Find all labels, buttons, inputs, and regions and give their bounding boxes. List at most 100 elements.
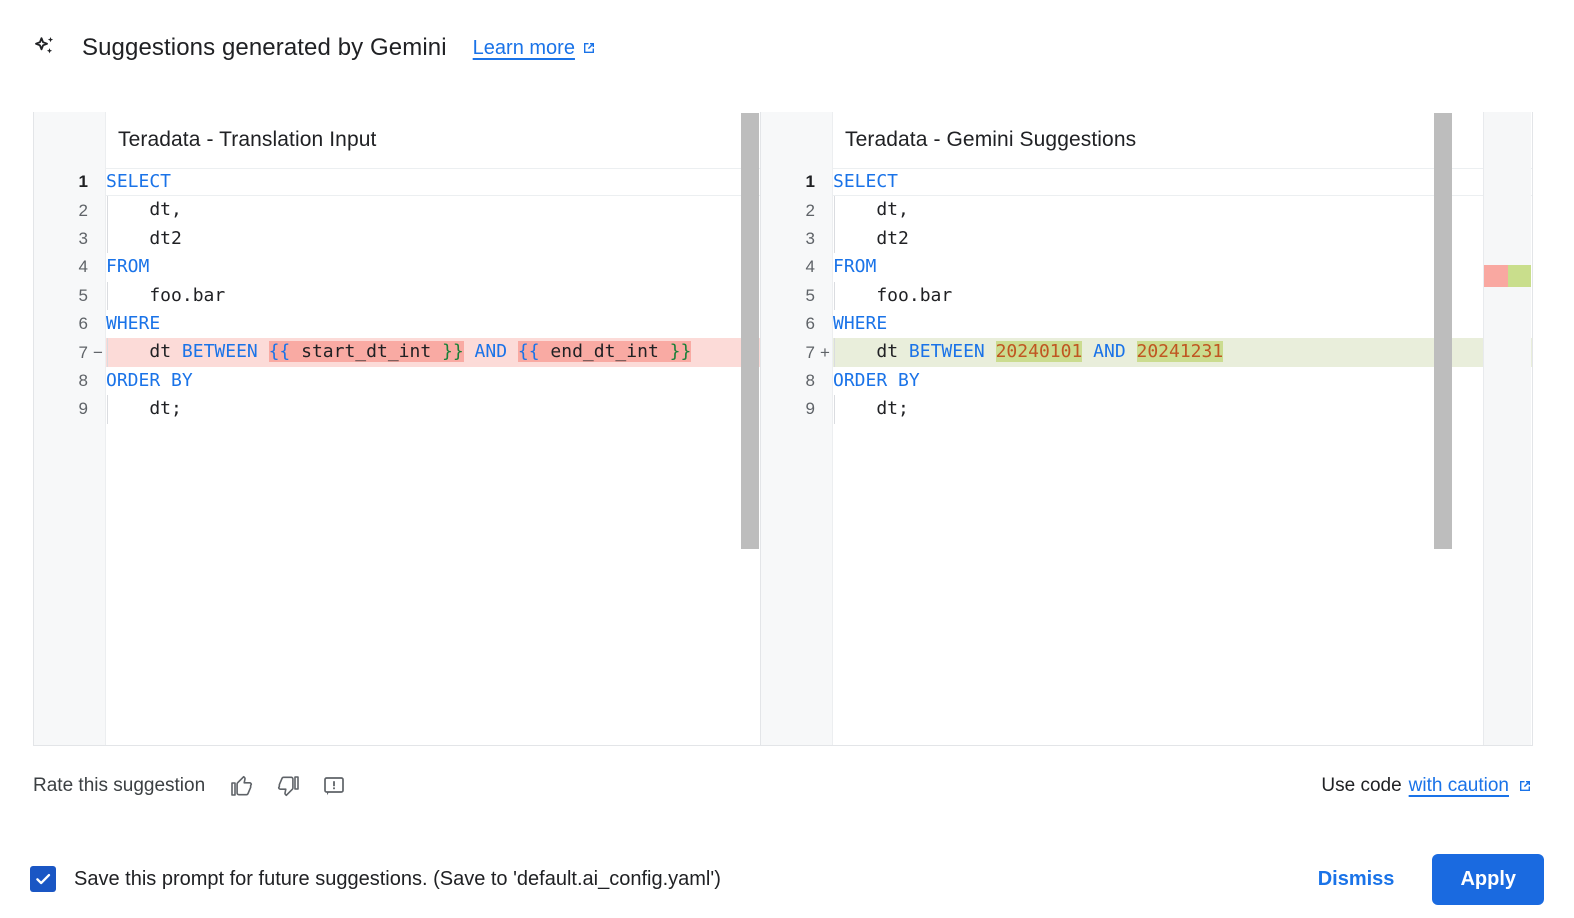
code-text[interactable]: FROM [833, 253, 1532, 281]
code-text[interactable]: SELECT [833, 168, 1532, 197]
indent-guide [834, 281, 835, 310]
code-token [258, 341, 269, 362]
indent-guide [834, 224, 835, 254]
code-text[interactable]: WHERE [833, 310, 1532, 338]
left-editor-title: Teradata - Translation Input [34, 112, 760, 168]
indent-guide [107, 395, 108, 424]
code-text[interactable]: FROM [106, 253, 760, 281]
code-token: dt; [106, 398, 182, 420]
code-text[interactable]: dt BETWEEN {{ start_dt_int }} AND {{ end… [106, 338, 760, 367]
code-text[interactable]: dt BETWEEN 20240101 AND 20241231 [833, 338, 1532, 367]
code-text[interactable]: dt; [106, 395, 760, 424]
report-feedback-icon[interactable] [319, 771, 349, 801]
right-vertical-scrollbar[interactable] [1434, 113, 1452, 549]
line-number: 4 [78, 257, 88, 277]
code-token: }} [442, 341, 464, 363]
code-token [1082, 341, 1093, 362]
line-number: 6 [78, 314, 88, 334]
code-token: 20241231 [1136, 341, 1224, 363]
code-text[interactable]: ORDER BY [106, 367, 760, 395]
inserted-marker [1508, 265, 1531, 287]
code-line[interactable]: 5 foo.bar [761, 281, 1532, 310]
code-token: foo.bar [106, 284, 226, 306]
page-title: Suggestions generated by Gemini [82, 34, 447, 61]
code-line[interactable]: 4 FROM [34, 253, 760, 281]
line-number: 7 [78, 342, 88, 362]
learn-more-label: Learn more [472, 36, 575, 59]
code-token: dt; [833, 398, 909, 420]
code-text[interactable]: dt, [106, 196, 760, 225]
diff-sign: + [820, 342, 830, 362]
footer-bar: Save this prompt for future suggestions.… [0, 840, 1574, 918]
code-text[interactable]: dt, [833, 196, 1532, 225]
code-token: AND [1093, 341, 1126, 363]
indent-guide [834, 395, 835, 424]
footer-actions: Dismiss Apply [1306, 853, 1544, 905]
with-caution-link[interactable]: with caution [1408, 775, 1509, 796]
code-token: SELECT [106, 171, 172, 192]
code-text[interactable]: SELECT [106, 168, 760, 197]
code-line[interactable]: 6 WHERE [34, 310, 760, 338]
code-token: }} [669, 341, 692, 363]
indent-guide [107, 224, 108, 254]
code-line[interactable]: 3 dt2 [761, 224, 1532, 254]
sparkle-icon [30, 33, 60, 63]
deleted-marker [1484, 265, 1508, 287]
code-token: 20240101 [995, 341, 1083, 363]
line-number: 3 [78, 228, 88, 248]
rate-icon-group [227, 771, 349, 801]
learn-more-link[interactable]: Learn more [473, 37, 597, 60]
code-text[interactable]: ORDER BY [833, 367, 1532, 395]
external-link-icon[interactable] [1517, 778, 1533, 794]
code-token: dt [876, 341, 899, 363]
code-token [833, 341, 876, 362]
code-token: dt2 [106, 227, 182, 249]
code-line[interactable]: 7− dt BETWEEN {{ start_dt_int }} AND {{ … [34, 338, 760, 367]
thumb-down-icon[interactable] [273, 771, 303, 801]
indent-guide [107, 281, 108, 310]
code-line[interactable]: 2 dt, [761, 196, 1532, 225]
code-token [106, 341, 149, 362]
line-number: 4 [805, 257, 815, 277]
code-text[interactable]: WHERE [106, 310, 760, 338]
code-token: BETWEEN [908, 341, 985, 363]
code-text[interactable]: dt2 [833, 224, 1532, 254]
apply-button[interactable]: Apply [1432, 853, 1544, 905]
code-token: AND [474, 341, 508, 363]
code-text[interactable]: dt; [833, 395, 1532, 424]
overview-ruler[interactable] [1483, 112, 1531, 745]
code-token: SELECT [833, 171, 899, 192]
code-line[interactable]: 3 dt2 [34, 224, 760, 254]
line-number: 9 [78, 399, 88, 419]
code-token: WHERE [833, 312, 888, 334]
code-token: dt, [833, 199, 909, 221]
code-line[interactable]: 2 dt, [34, 196, 760, 225]
code-token: {{ [268, 341, 291, 363]
code-line[interactable]: 7+ dt BETWEEN 20240101 AND 20241231 [761, 338, 1532, 367]
code-text[interactable]: foo.bar [106, 281, 760, 310]
save-prompt-checkbox-row[interactable]: Save this prompt for future suggestions.… [30, 866, 721, 892]
thumb-up-icon[interactable] [227, 771, 257, 801]
code-line[interactable]: 9 dt; [761, 395, 1532, 424]
code-text[interactable]: dt2 [106, 224, 760, 254]
code-token [464, 341, 475, 362]
line-number: 9 [805, 399, 815, 419]
code-line[interactable]: 9 dt; [34, 395, 760, 424]
dismiss-button[interactable]: Dismiss [1306, 858, 1407, 901]
code-line[interactable]: 4 FROM [761, 253, 1532, 281]
left-vertical-scrollbar[interactable] [741, 113, 759, 549]
indent-guide [107, 196, 108, 225]
code-text[interactable]: foo.bar [833, 281, 1532, 310]
code-token [985, 341, 996, 362]
save-prompt-checkbox[interactable] [30, 866, 56, 892]
code-line[interactable]: 5 foo.bar [34, 281, 760, 310]
